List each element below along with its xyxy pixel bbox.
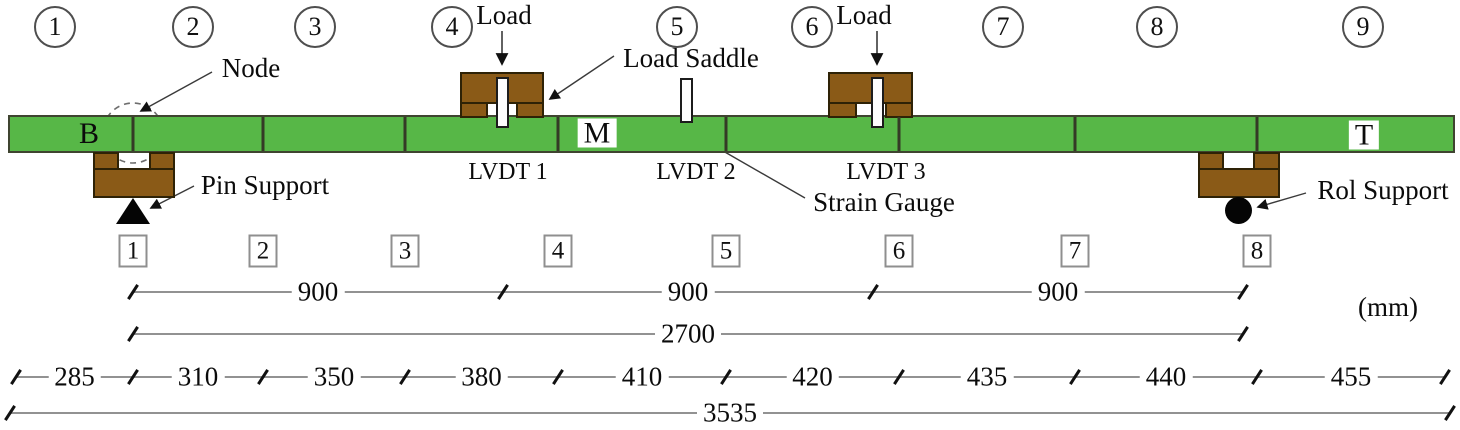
dim-value-segment-1: 285 bbox=[48, 363, 101, 391]
beam bbox=[8, 115, 1455, 153]
beam-joint-5 bbox=[724, 117, 728, 151]
node-number-4: 4 bbox=[543, 234, 573, 268]
dim-value-segment-7: 435 bbox=[960, 363, 1014, 391]
pin-support-triangle bbox=[116, 198, 150, 224]
beam-joint-6 bbox=[897, 117, 901, 151]
dim-value-segment-9: 455 bbox=[1324, 363, 1378, 391]
lvdt3-label: LVDT 3 bbox=[846, 159, 926, 185]
load-saddle-right-foot-right bbox=[885, 102, 913, 118]
beam-label-m: M bbox=[577, 118, 617, 148]
node-number-3: 3 bbox=[390, 234, 420, 268]
node-number-2: 2 bbox=[248, 234, 278, 268]
rol-support-label: Rol Support bbox=[1317, 175, 1449, 205]
beam-joint-3 bbox=[403, 117, 407, 151]
load-label-right: Load bbox=[836, 0, 892, 30]
dim-value-segment-4: 380 bbox=[455, 363, 508, 391]
dim-value-3535: 3535 bbox=[697, 399, 763, 427]
lvdt2-label: LVDT 2 bbox=[656, 159, 736, 185]
node-label: Node bbox=[221, 53, 281, 83]
rol-support-roller bbox=[1225, 197, 1252, 224]
rol-support-block-body bbox=[1198, 168, 1280, 198]
load-label-left: Load bbox=[476, 0, 532, 30]
dim-value-segment-2: 310 bbox=[171, 363, 225, 391]
dim-value-segment-3: 350 bbox=[307, 363, 361, 391]
load-saddle-left-foot-right bbox=[516, 102, 544, 118]
span-number-5: 5 bbox=[656, 6, 698, 48]
span-number-7: 7 bbox=[982, 6, 1024, 48]
lvdt1-rod bbox=[496, 77, 509, 128]
span-number-2: 2 bbox=[172, 6, 214, 48]
lvdt1-label: LVDT 1 bbox=[468, 159, 548, 185]
span-number-4: 4 bbox=[431, 6, 473, 48]
span-number-6: 6 bbox=[791, 6, 833, 48]
beam-joint-8 bbox=[1255, 117, 1259, 151]
load-saddle-right-foot-left bbox=[828, 102, 857, 118]
dim-value-900-1: 900 bbox=[291, 278, 345, 306]
unit-label: (mm) bbox=[1358, 292, 1418, 322]
lvdt3-rod bbox=[871, 77, 884, 128]
load-saddle-right-top-block bbox=[828, 72, 913, 104]
beam-joint-7 bbox=[1073, 117, 1077, 151]
beam-joint-1 bbox=[131, 117, 135, 151]
pin-support-label: Pin Support bbox=[200, 170, 330, 200]
beam-joint-4 bbox=[556, 117, 560, 151]
load-saddle-label: Load Saddle bbox=[623, 43, 759, 73]
beam-label-t: T bbox=[1348, 120, 1380, 150]
lvdt2-rod bbox=[680, 78, 693, 123]
load-saddle-left-foot-left bbox=[460, 102, 488, 118]
beam-label-b: B bbox=[78, 117, 100, 150]
beam-joint-2 bbox=[261, 117, 265, 151]
pin-support-block-body bbox=[93, 168, 175, 198]
node-number-1: 1 bbox=[118, 234, 148, 268]
node-number-6: 6 bbox=[884, 234, 914, 268]
dim-value-segment-8: 440 bbox=[1139, 363, 1193, 391]
node-number-7: 7 bbox=[1060, 234, 1090, 268]
span-number-1: 1 bbox=[34, 6, 76, 48]
dim-value-segment-5: 410 bbox=[615, 363, 669, 391]
dim-value-900-2: 900 bbox=[661, 278, 715, 306]
dim-line-segments bbox=[16, 376, 1445, 378]
node-number-5: 5 bbox=[711, 234, 741, 268]
span-number-8: 8 bbox=[1136, 6, 1178, 48]
span-number-9: 9 bbox=[1342, 6, 1384, 48]
load-saddle-leader-arrow bbox=[548, 55, 615, 100]
dim-value-900-3: 900 bbox=[1031, 278, 1085, 306]
dim-value-segment-6: 420 bbox=[786, 363, 839, 391]
node-leader-arrow bbox=[139, 71, 213, 112]
span-number-3: 3 bbox=[294, 6, 336, 48]
dim-value-2700: 2700 bbox=[655, 320, 721, 348]
node-number-8: 8 bbox=[1242, 234, 1272, 268]
strain-gauge-label: Strain Gauge bbox=[813, 187, 955, 217]
